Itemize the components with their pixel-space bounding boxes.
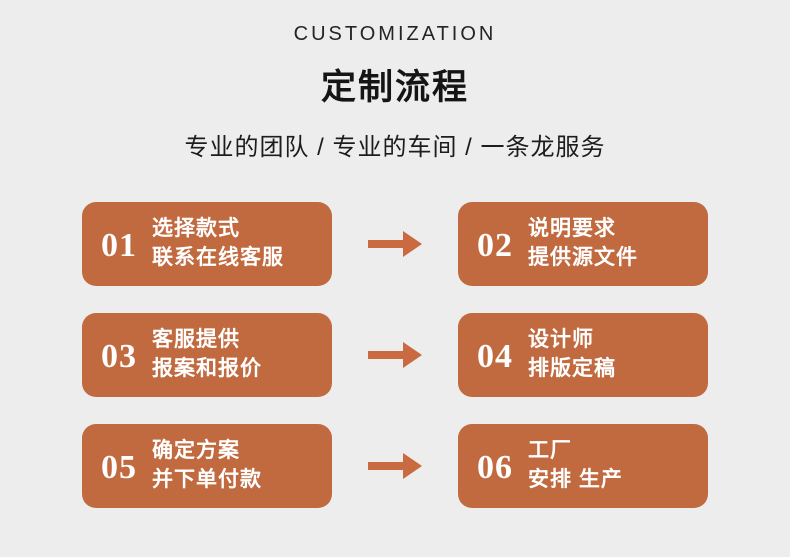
arrow-right-icon [368, 231, 422, 257]
arrow-head [403, 453, 422, 479]
arrow-head [403, 231, 422, 257]
step-number: 02 [477, 227, 513, 264]
step-number: 01 [101, 227, 137, 264]
step-description: 选择款式 联系在线客服 [152, 215, 284, 273]
step-description: 确定方案 并下单付款 [152, 437, 262, 495]
process-flow: 01 选择款式 联系在线客服 02 说明要求 提供源文件 [0, 202, 790, 508]
step-description: 说明要求 提供源文件 [528, 215, 638, 273]
step-line-1: 客服提供 [152, 328, 240, 352]
step-line-2: 排版定稿 [528, 357, 616, 380]
step-number: 05 [101, 449, 137, 486]
step-line-2: 联系在线客服 [152, 246, 284, 269]
flow-row-2: 03 客服提供 报案和报价 04 设计师 排版定稿 [82, 313, 708, 397]
arrow-right-icon [368, 453, 422, 479]
step-card-04: 04 设计师 排版定稿 [458, 313, 708, 397]
step-line-2: 提供源文件 [528, 246, 638, 269]
step-line-1: 设计师 [528, 328, 594, 352]
arrow-shaft [368, 240, 405, 248]
section-subtitle: 专业的团队 / 专业的车间 / 一条龙服务 [184, 134, 606, 161]
step-description: 工厂 安排 生产 [528, 437, 623, 495]
arrow-shaft [368, 462, 405, 470]
step-card-03: 03 客服提供 报案和报价 [82, 313, 332, 397]
step-description: 客服提供 报案和报价 [152, 326, 262, 384]
step-line-2: 并下单付款 [152, 468, 262, 491]
arrow-right-icon [368, 342, 422, 368]
step-line-1: 工厂 [528, 439, 572, 463]
step-card-02: 02 说明要求 提供源文件 [458, 202, 708, 286]
section-eyebrow: CUSTOMIZATION [293, 23, 497, 45]
arrow-head [403, 342, 422, 368]
arrow-cell [332, 453, 458, 479]
step-line-2: 安排 生产 [528, 468, 623, 491]
step-line-2: 报案和报价 [152, 357, 262, 380]
arrow-shaft [368, 351, 405, 359]
arrow-cell [332, 231, 458, 257]
step-number: 04 [477, 338, 513, 375]
flow-row-1: 01 选择款式 联系在线客服 02 说明要求 提供源文件 [82, 202, 708, 286]
step-line-1: 选择款式 [152, 217, 240, 241]
page-title: 定制流程 [320, 68, 469, 107]
step-line-1: 确定方案 [152, 439, 240, 463]
step-line-1: 说明要求 [528, 217, 616, 241]
arrow-cell [332, 342, 458, 368]
section-header: CUSTOMIZATION 定制流程 专业的团队 / 专业的车间 / 一条龙服务 [0, 0, 790, 162]
step-card-06: 06 工厂 安排 生产 [458, 424, 708, 508]
step-description: 设计师 排版定稿 [528, 326, 616, 384]
step-number: 03 [101, 338, 137, 375]
step-number: 06 [477, 449, 513, 486]
flow-row-3: 05 确定方案 并下单付款 06 工厂 安排 生产 [82, 424, 708, 508]
step-card-05: 05 确定方案 并下单付款 [82, 424, 332, 508]
step-card-01: 01 选择款式 联系在线客服 [82, 202, 332, 286]
